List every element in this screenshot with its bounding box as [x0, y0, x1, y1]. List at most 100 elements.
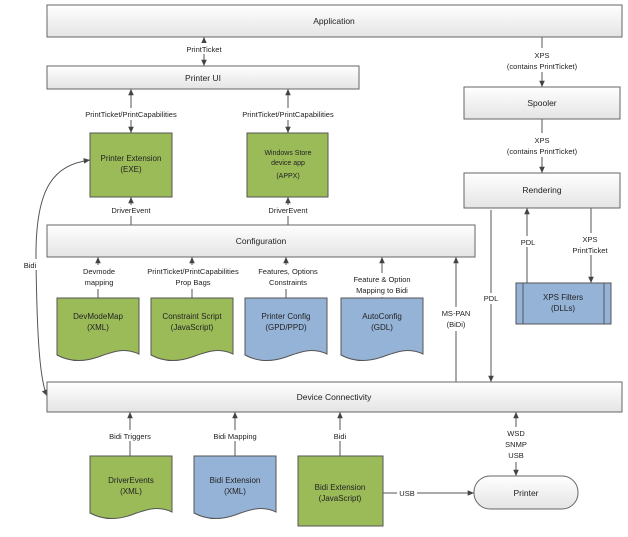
features-constraints-bg	[254, 265, 322, 289]
devmodemap-label-2: (XML)	[87, 323, 109, 332]
store-app-label-3: (APPX)	[276, 173, 299, 180]
ms-pan-label-1: MS-PAN	[442, 309, 471, 318]
devmodemap-label-1: DevModeMap	[73, 312, 123, 321]
windows-store-app-box	[246, 132, 329, 198]
xps-filters-group	[515, 282, 612, 325]
ptpc-right-label: PrintTicket/PrintCapabilities	[242, 110, 334, 119]
autoconfig-label-1: AutoConfig	[362, 312, 402, 321]
driverevent-right-label: DriverEvent	[268, 206, 308, 215]
ptpc-propbags-label-2: Prop Bags	[175, 278, 210, 287]
wsd-snmp-usb-bg	[503, 427, 529, 462]
bidi-mapping-label: Bidi Mapping	[213, 432, 256, 441]
xps-app-spooler-label-2: (contains PrintTicket)	[507, 62, 578, 71]
printer-label: Printer	[513, 488, 538, 498]
bidi-mapping-bg	[210, 430, 260, 441]
store-app-label-2: device app	[271, 160, 305, 167]
bidi-ext-js-label-2: (JavaScript)	[319, 494, 362, 503]
ptpc-right-bg	[239, 108, 346, 120]
snmp-label: SNMP	[505, 440, 527, 449]
autoconfig-doc	[340, 297, 424, 361]
spooler-box	[463, 86, 621, 120]
usb-label-bg	[397, 488, 417, 499]
autoconfig-label-2: (GDL)	[371, 323, 393, 332]
pdl-down-bg	[482, 293, 500, 304]
application-box	[46, 4, 623, 38]
constraint-script-doc	[150, 297, 234, 361]
xps-spooler-rendering-label-1: XPS	[534, 136, 549, 145]
xps-filters-label-1: XPS Filters	[543, 293, 583, 302]
xps-app-spooler-bg	[502, 48, 582, 72]
printer-ui-box	[46, 65, 360, 90]
printer-extension-label-1: Printer Extension	[101, 154, 162, 163]
printer-ui-label: Printer UI	[185, 73, 221, 83]
connector-labels: PrintTicket XPS (contains PrintTicket) X…	[19, 43, 616, 499]
feature-mapping-bidi-label-2: Mapping to Bidi	[356, 286, 408, 295]
printer-config-label-1: Printer Config	[262, 312, 311, 321]
printticket-label: PrintTicket	[186, 45, 222, 54]
devmode-mapping-bg	[78, 265, 120, 289]
ms-pan-bg	[438, 307, 474, 331]
feature-mapping-bidi-bg	[347, 273, 417, 297]
ms-pan-label-2: (BiDi)	[447, 320, 466, 329]
bidi-ext-xml-label-1: Bidi Extension	[210, 476, 261, 485]
bidi-triggers-bg	[105, 430, 155, 441]
driverevents-label-2: (XML)	[120, 487, 142, 496]
bidi-curve-label: Bidi	[24, 261, 37, 270]
ptpc-left-label: PrintTicket/PrintCapabilities	[85, 110, 177, 119]
driverevent-right-bg	[264, 205, 312, 216]
bidi-extension-js-box	[297, 455, 384, 527]
driverevents-label-1: DriverEvents	[108, 476, 154, 485]
xps-printticket-label-1: XPS	[582, 235, 597, 244]
driverevent-left-label: DriverEvent	[111, 206, 151, 215]
devmodemap-doc	[56, 297, 140, 361]
rendering-box	[463, 172, 621, 209]
xps-spooler-rendering-label-2: (contains PrintTicket)	[507, 147, 578, 156]
config-documents	[56, 297, 424, 361]
xps-filters-label-2: (DLLs)	[551, 304, 575, 313]
bidi-curve-label-bg	[19, 259, 37, 270]
configuration-label: Configuration	[236, 236, 287, 246]
driverevents-doc	[89, 455, 173, 519]
bidi-extension-xml-doc	[193, 455, 277, 519]
pdl-render-left-label: PDL	[521, 238, 536, 247]
ptpc-propbags-label-1: PrintTicket/PrintCapabilities	[147, 267, 239, 276]
feature-mapping-bidi-label-1: Feature & Option	[353, 275, 410, 284]
bidi-small-label: Bidi	[334, 432, 347, 441]
usb-label: USB	[399, 489, 414, 498]
xps-filters-box	[515, 282, 612, 325]
device-connectivity-label: Device Connectivity	[297, 392, 372, 402]
ptpc-propbags-bg	[140, 265, 246, 289]
bidi-triggers-label: Bidi Triggers	[109, 432, 151, 441]
wsd-label: WSD	[507, 429, 525, 438]
bidi-ext-js-label-1: Bidi Extension	[315, 483, 366, 492]
pdl-render-left-bg	[519, 236, 535, 247]
xps-printticket-bg	[566, 233, 616, 255]
xps-app-spooler-label-1: XPS	[534, 51, 549, 60]
bidi-ext-xml-label-2: (XML)	[224, 487, 246, 496]
printer-extension-label-2: (EXE)	[120, 165, 142, 174]
store-app-label-1: Windows Store	[264, 150, 311, 157]
bidi-small-bg	[331, 430, 349, 441]
xps-spooler-rendering-bg	[502, 133, 582, 157]
devmode-mapping-label-1: Devmode	[83, 267, 115, 276]
pdl-down-label: PDL	[484, 294, 499, 303]
constraint-script-label-2: (JavaScript)	[171, 323, 214, 332]
ptpc-left-bg	[82, 108, 189, 120]
features-constraints-label-2: Constraints	[269, 278, 307, 287]
bars	[46, 4, 623, 510]
printer-config-label-2: (GPD/PPD)	[265, 323, 307, 332]
driverevent-left-bg	[107, 205, 155, 216]
usb-conn-label: USB	[508, 451, 523, 460]
printer-config-doc	[244, 297, 328, 361]
exe-boxes	[89, 132, 329, 198]
rendering-label: Rendering	[522, 185, 561, 195]
constraint-script-label-1: Constraint Script	[162, 312, 222, 321]
bar-labels: Application Printer UI Spooler Rendering…	[185, 16, 562, 498]
devmode-mapping-label-2: mapping	[85, 278, 114, 287]
application-label: Application	[313, 16, 355, 26]
spooler-label: Spooler	[527, 98, 556, 108]
features-constraints-label-1: Features, Options	[258, 267, 318, 276]
device-connectivity-box	[46, 381, 623, 413]
